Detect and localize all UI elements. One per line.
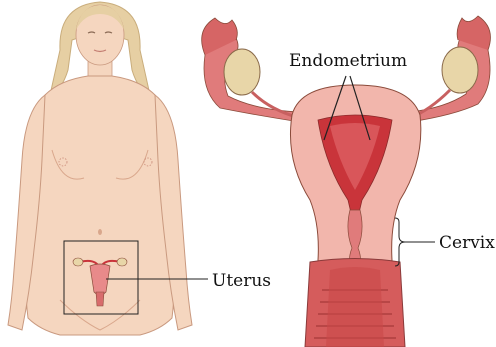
endometrium-label: Endometrium: [289, 53, 407, 70]
cervix-bracket: [395, 218, 405, 266]
vaginal-inner: [326, 267, 384, 347]
navel: [98, 229, 102, 235]
right-ovary: [442, 47, 478, 93]
uterus-label: Uterus: [212, 273, 271, 290]
cervix-label: Cervix: [439, 235, 495, 252]
left-ovary: [224, 49, 260, 95]
female-figure: [8, 2, 192, 335]
